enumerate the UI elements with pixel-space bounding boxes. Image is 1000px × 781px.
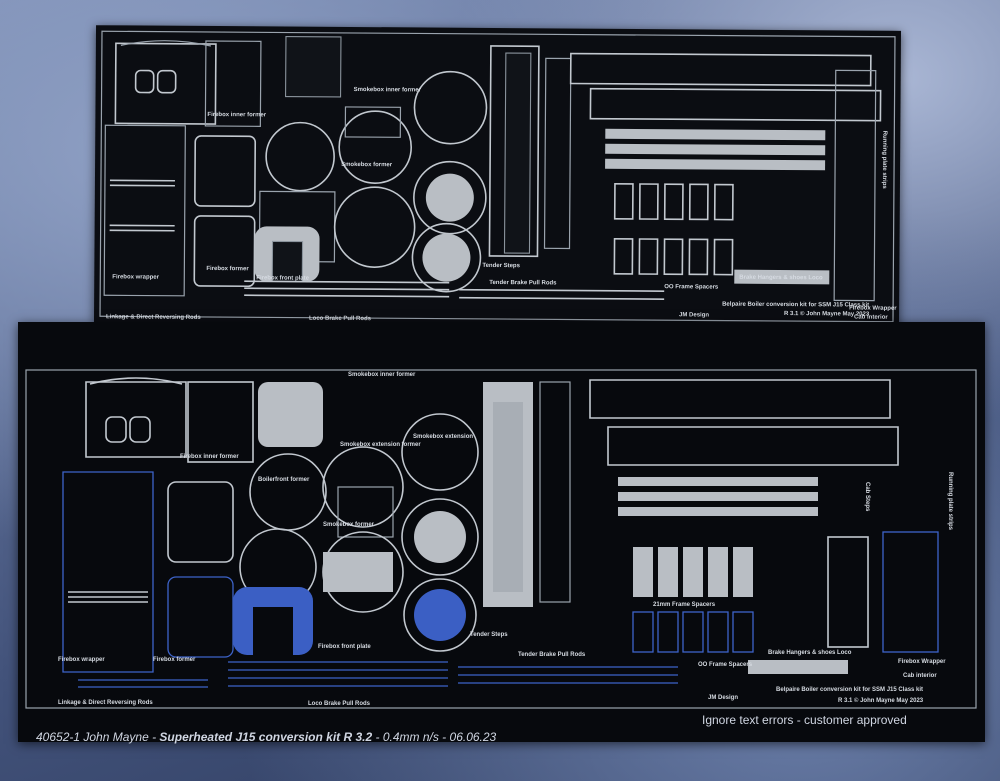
label-top-firebox-inner-former: Firebox inner former (207, 111, 267, 119)
label-top-oo-frame-spacers: OO Frame Spacers (664, 284, 719, 291)
label-bottom-frame-spacers: 21mm Frame Spacers (653, 602, 716, 608)
label-top-firebox-former: Firebox former (206, 265, 249, 273)
etched-fret-bottom: Smokebox inner former Smokebox extension… (18, 322, 985, 742)
caption-title: Superheated J15 conversion kit R 3.2 (159, 730, 373, 744)
label-bottom-brake-hangers: Brake Hangers & shoes Loco (768, 650, 852, 656)
label-top-smokebox-former: Smokebox former (341, 161, 393, 169)
label-bottom-revision: R 3.1 © John Mayne May 2023 (838, 698, 924, 704)
label-top-firebox-wrapper: Firebox wrapper (112, 274, 159, 281)
label-top-brake-hangers: Brake Hangers & shoes Loco (739, 274, 823, 282)
label-bottom-firebox-wrapper: Firebox wrapper (58, 657, 105, 663)
label-bottom-firebox-former: Firebox former (153, 657, 196, 663)
label-bottom-linkage: Linkage & Direct Reversing Rods (58, 700, 153, 706)
label-top-firebox-wrapper-right: Firebox Wrapper (849, 305, 897, 312)
kit-caption: 40652-1 John Mayne - Superheated J15 con… (36, 730, 496, 744)
label-bottom-firebox-front-plate: Firebox front plate (318, 644, 371, 650)
label-top-linkage: Linkage & Direct Reversing Rods (105, 314, 201, 321)
label-bottom-smokebox-extension: Smokebox extension (413, 434, 474, 440)
fret-bottom-artwork (25, 369, 977, 709)
caption-note: Ignore text errors - customer approved (702, 713, 907, 727)
caption-part-no: 40652-1 John Mayne - (36, 730, 160, 744)
label-top-tender-brake-rods: Tender Brake Pull Rods (489, 279, 557, 287)
label-top-cab-interior: Cab interior (854, 314, 888, 321)
label-bottom-loco-brake-rods: Loco Brake Pull Rods (308, 701, 371, 707)
label-bottom-belpaire-title: Belpaire Boiler conversion kit for SSM J… (776, 687, 924, 693)
label-bottom-smokebox-extension-former: Smokebox extension former (340, 442, 421, 448)
label-top-jm-design: JM Design (679, 312, 710, 319)
label-top-tender-steps: Tender Steps (482, 262, 520, 270)
label-bottom-firebox-inner-former: Firebox inner former (180, 454, 239, 460)
label-top-running-plate: Running plate strips (880, 130, 888, 189)
label-top-smokebox-inner-former: Smokebox inner former (353, 86, 421, 94)
etched-fret-top: Firebox inner former Smokebox inner form… (93, 25, 902, 328)
label-bottom-cab-interior: Cab interior (903, 673, 937, 679)
label-bottom-tender-brake-rods: Tender Brake Pull Rods (518, 652, 586, 658)
label-top-firebox-front-plate: Firebox front plate (256, 275, 309, 282)
caption-spec: - 0.4mm n/s - 06.06.23 (372, 730, 497, 744)
label-bottom-boilerfront-former: Boilerfront former (258, 477, 310, 483)
label-bottom-smokebox-former: Smokebox former (323, 522, 375, 528)
label-bottom-jm-design: JM Design (708, 695, 739, 701)
label-bottom-firebox-wrapper-right: Firebox Wrapper (898, 659, 946, 665)
label-bottom-running-plate: Running plate strips (947, 472, 953, 531)
label-bottom-tender-steps: Tender Steps (470, 632, 508, 638)
label-bottom-smokebox-inner-former: Smokebox inner former (348, 372, 416, 378)
label-bottom-oo-frame-spacers: OO Frame Spacers (698, 662, 753, 668)
label-top-belpaire-title: Belpaire Boiler conversion kit for SSM J… (722, 301, 870, 309)
label-bottom-cab-steps: Cab Steps (864, 482, 870, 512)
fret-top-artwork (99, 30, 896, 323)
